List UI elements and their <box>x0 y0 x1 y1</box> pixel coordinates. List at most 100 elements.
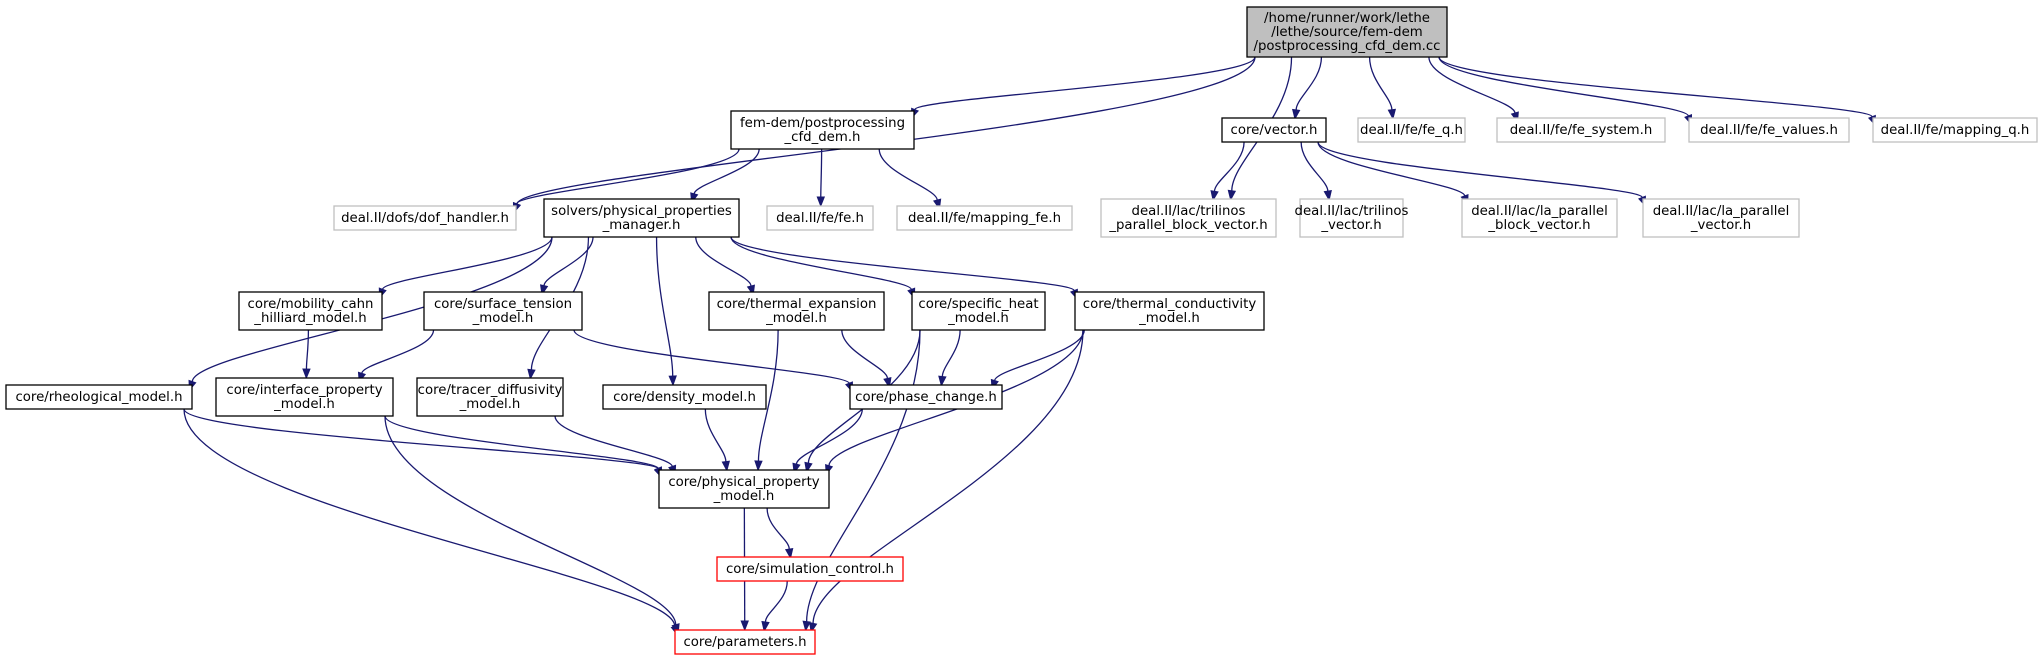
edge-line <box>820 148 823 198</box>
node-label-line: core/interface_property <box>226 383 382 398</box>
edge-surface-tension-to-phase-change <box>573 329 853 393</box>
graph-node-fem-dem-post[interactable]: fem-dem/postprocessing_cfd_dem.h <box>730 110 915 150</box>
edge-thermal-cond-to-parameters <box>809 329 1084 634</box>
node-box <box>5 384 193 410</box>
node-box <box>602 384 767 410</box>
node-label-line: deal.II/fe/mapping_fe.h <box>908 211 1061 226</box>
graph-node-phys-props-mgr[interactable]: solvers/physical_properties_manager.h <box>543 198 740 238</box>
node-layer: /home/runner/work/lethe/lethe/source/fem… <box>5 6 2038 655</box>
node-box <box>1074 291 1265 331</box>
node-box <box>416 377 564 417</box>
graph-node-rheological[interactable]: core/rheological_model.h <box>5 384 193 410</box>
edge-thermal-expansion-to-phys-prop-model <box>754 329 779 472</box>
graph-node-surface-tension[interactable]: core/surface_tension_model.h <box>423 291 583 331</box>
node-label-line: deal.II/lac/trilinos <box>1295 204 1409 219</box>
edge-line <box>941 329 961 377</box>
edge-line <box>730 236 1075 292</box>
node-label-line: _model.h <box>472 311 534 326</box>
graph-node-thermal-expansion[interactable]: core/thermal_expansion_model.h <box>708 291 885 331</box>
graph-node-fe-values: deal.II/fe/fe_values.h <box>1688 117 1850 143</box>
edge-line <box>764 580 788 623</box>
node-label-line: core/parameters.h <box>683 635 806 650</box>
edge-line <box>994 329 1085 381</box>
edge-line <box>554 415 673 467</box>
graph-node-specific-heat[interactable]: core/specific_heat_model.h <box>911 291 1046 331</box>
edge-root-to-core-vector <box>1292 56 1323 121</box>
edge-root-to-fe-q <box>1368 56 1397 121</box>
graph-node-density[interactable]: core/density_model.h <box>602 384 767 410</box>
edge-fem-dem-post-to-mapping-fe <box>878 148 942 211</box>
edge-surface-tension-to-interface-prop <box>357 329 435 384</box>
node-box <box>708 291 885 331</box>
node-label-line: _vector.h <box>1690 218 1751 233</box>
node-label-line: core/simulation_control.h <box>726 562 894 577</box>
node-box <box>238 291 383 331</box>
edge-arrowhead <box>816 196 826 208</box>
edge-line <box>766 507 790 550</box>
edge-phys-props-mgr-to-thermal-cond <box>730 236 1078 301</box>
graph-node-interface-prop[interactable]: core/interface_property_model.h <box>215 377 394 417</box>
edge-line <box>757 329 779 462</box>
graph-node-phys-prop-model[interactable]: core/physical_property_model.h <box>658 469 830 509</box>
edge-root-to-fe-system <box>1428 56 1519 124</box>
edge-phys-prop-model-to-sim-control <box>766 507 794 560</box>
edge-line <box>805 329 921 622</box>
edge-line <box>795 408 863 465</box>
node-label-line: deal.II/dofs/dof_handler.h <box>341 211 509 226</box>
edge-line <box>384 415 659 469</box>
graph-node-thermal-cond[interactable]: core/thermal_conductivity_model.h <box>1074 291 1265 331</box>
node-box <box>333 205 517 231</box>
graph-node-mapping-fe: deal.II/fe/mapping_fe.h <box>896 205 1073 231</box>
node-box <box>543 198 740 238</box>
node-label-line: _model.h <box>1138 311 1200 326</box>
graph-node-tracer-diff[interactable]: core/tracer_diffusivity_model.h <box>416 377 564 417</box>
graph-node-la-pbv: deal.II/lac/la_parallel_block_vector.h <box>1461 198 1618 238</box>
edge-line <box>183 408 676 627</box>
edge-fem-dem-post-to-phys-props-mgr <box>690 148 760 204</box>
graph-node-parameters[interactable]: core/parameters.h <box>674 629 816 655</box>
edge-arrowhead <box>1227 189 1237 202</box>
edge-density-to-phys-prop-model <box>704 408 731 472</box>
node-label-line: deal.II/lac/la_parallel <box>1471 204 1608 219</box>
node-box <box>1688 117 1850 143</box>
node-label-line: _model.h <box>459 397 521 412</box>
node-label-line: core/thermal_conductivity <box>1083 297 1257 312</box>
edge-line <box>1213 141 1245 192</box>
node-label-line: solvers/physical_properties <box>551 204 732 219</box>
node-box <box>896 205 1073 231</box>
node-label-line: core/vector.h <box>1231 123 1318 138</box>
graph-node-core-vector[interactable]: core/vector.h <box>1221 117 1327 143</box>
node-label-line: _model.h <box>765 311 827 326</box>
node-box <box>766 205 874 231</box>
edge-line <box>573 329 850 384</box>
node-box <box>423 291 583 331</box>
node-label-line: _hilliard_model.h <box>253 311 366 326</box>
node-box <box>1100 198 1277 238</box>
edge-sim-control-to-parameters <box>761 580 788 633</box>
edge-arrowhead <box>784 547 794 560</box>
graph-node-root[interactable]: /home/runner/work/lethe/lethe/source/fem… <box>1246 6 1448 58</box>
node-label-line: _model.h <box>273 397 335 412</box>
graph-node-sim-control[interactable]: core/simulation_control.h <box>716 556 904 582</box>
edge-arrowhead <box>1387 108 1397 121</box>
graph-node-mobility[interactable]: core/mobility_cahn_hilliard_model.h <box>238 291 383 331</box>
node-box <box>1221 117 1327 143</box>
node-label-line: deal.II/fe/fe_q.h <box>1360 123 1463 138</box>
graph-node-trilinos-vec: deal.II/lac/trilinos_vector.h <box>1295 198 1409 238</box>
edge-arrowhead <box>754 460 763 472</box>
node-label-line: deal.II/lac/trilinos <box>1132 204 1246 219</box>
edge-layer <box>183 56 1876 637</box>
node-box <box>716 556 904 582</box>
node-label-line: deal.II/fe/fe.h <box>776 211 864 226</box>
node-box <box>1299 198 1404 238</box>
graph-node-fe-system: deal.II/fe/fe_system.h <box>1496 117 1666 143</box>
edge-tracer-diff-to-phys-prop-model <box>554 415 677 477</box>
graph-node-fe-q: deal.II/fe/fe_q.h <box>1357 117 1466 143</box>
edge-line <box>812 329 1084 624</box>
node-label-line: core/physical_property <box>668 475 819 490</box>
graph-node-phase-change[interactable]: core/phase_change.h <box>849 384 1003 410</box>
node-label-line: _model.h <box>947 311 1009 326</box>
edge-arrowhead <box>802 620 811 632</box>
node-box <box>1357 117 1466 143</box>
edge-line <box>1295 56 1323 110</box>
